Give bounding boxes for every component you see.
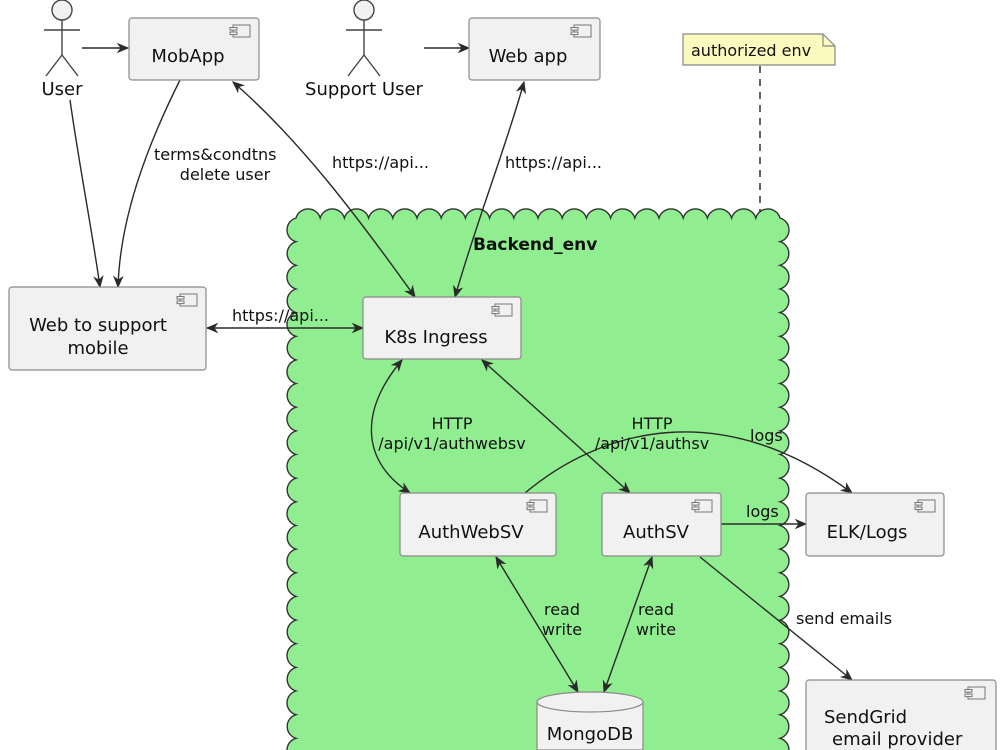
backend-env-cloud <box>286 208 790 750</box>
edge-authwebsv-mongodb <box>495 555 579 694</box>
support-user-label: Support User <box>305 79 424 100</box>
edge-label-read-b: read <box>638 600 674 619</box>
edge-label-auth-path: /api/v1/authsv <box>595 434 709 453</box>
edge-label-logs-a: logs <box>750 426 783 445</box>
web-support-label-line1: Web to support <box>29 315 167 336</box>
edge-mobapp-websupport <box>113 79 181 289</box>
support-user-actor[interactable]: Support User <box>305 0 424 100</box>
edge-label-auth-http: HTTP <box>632 414 673 433</box>
mobapp-component[interactable]: MobApp <box>128 17 260 81</box>
component-icon <box>176 293 198 307</box>
edge-mobapp-k8s <box>232 81 416 299</box>
component-icon <box>691 499 713 513</box>
component-icon <box>964 686 986 700</box>
edge-label-terms: terms&condtns <box>154 145 276 164</box>
k8s-ingress-component[interactable]: K8s Ingress <box>362 296 522 360</box>
edge-label-delete-user: delete user <box>180 165 271 184</box>
user-label: User <box>41 79 83 100</box>
edge-label-write-b: write <box>636 620 676 639</box>
support-user-head-icon <box>353 0 375 21</box>
elk-logs-component[interactable]: ELK/Logs <box>805 492 945 557</box>
component-icon <box>229 24 251 38</box>
authwebsv-label: AuthWebSV <box>418 522 524 543</box>
mongodb-label: MongoDB <box>547 724 634 745</box>
edge-k8s-authwebsv <box>370 359 412 494</box>
elk-logs-label: ELK/Logs <box>827 522 908 543</box>
edge-authsv-sendgrid <box>699 556 853 681</box>
edge-label-read-a: read <box>544 600 580 619</box>
edge-label-logs-b: logs <box>746 502 779 521</box>
edges <box>69 42 854 694</box>
mobapp-label: MobApp <box>151 46 224 67</box>
edge-label-web-api: https://api... <box>505 153 602 172</box>
component-icon <box>914 499 936 513</box>
sendgrid-label-line2: email provider <box>832 729 963 750</box>
webapp-label: Web app <box>489 46 568 67</box>
edge-label-authweb-http: HTTP <box>432 414 473 433</box>
note-text: authorized env <box>691 41 811 60</box>
backend-env-label: Backend_env <box>473 235 597 255</box>
user-actor[interactable]: User <box>41 0 83 100</box>
edge-label-authweb-path: /api/v1/authwebsv <box>378 434 525 453</box>
edge-label-support-api: https://api... <box>232 306 329 325</box>
edge-label-send-emails: send emails <box>796 609 892 628</box>
sendgrid-label-line1: SendGrid <box>824 707 907 728</box>
edge-authwebsv-elk <box>524 431 854 494</box>
k8s-ingress-label: K8s Ingress <box>384 327 487 348</box>
web-to-support-mobile-component[interactable]: Web to support mobile <box>8 286 207 371</box>
edge-authsv-mongodb <box>602 555 654 694</box>
mongodb-database[interactable]: MongoDB <box>536 691 644 750</box>
edge-label-mob-api: https://api... <box>332 153 429 172</box>
edge-user-websupport <box>69 99 104 289</box>
component-icon <box>491 303 513 317</box>
web-support-label-line2: mobile <box>67 338 128 359</box>
component-icon <box>526 499 548 513</box>
authorized-env-note: authorized env <box>682 33 836 66</box>
component-icon <box>570 24 592 38</box>
authsv-component[interactable]: AuthSV <box>601 492 722 557</box>
edge-k8s-authsv <box>481 359 631 494</box>
edge-label-write-a: write <box>542 620 582 639</box>
edge-webapp-k8s <box>453 80 527 299</box>
user-head-icon <box>51 0 73 21</box>
sendgrid-component[interactable]: SendGrid email provider <box>805 679 997 750</box>
authwebsv-component[interactable]: AuthWebSV <box>399 492 557 557</box>
webapp-component[interactable]: Web app <box>468 17 601 81</box>
authsv-label: AuthSV <box>623 522 690 543</box>
